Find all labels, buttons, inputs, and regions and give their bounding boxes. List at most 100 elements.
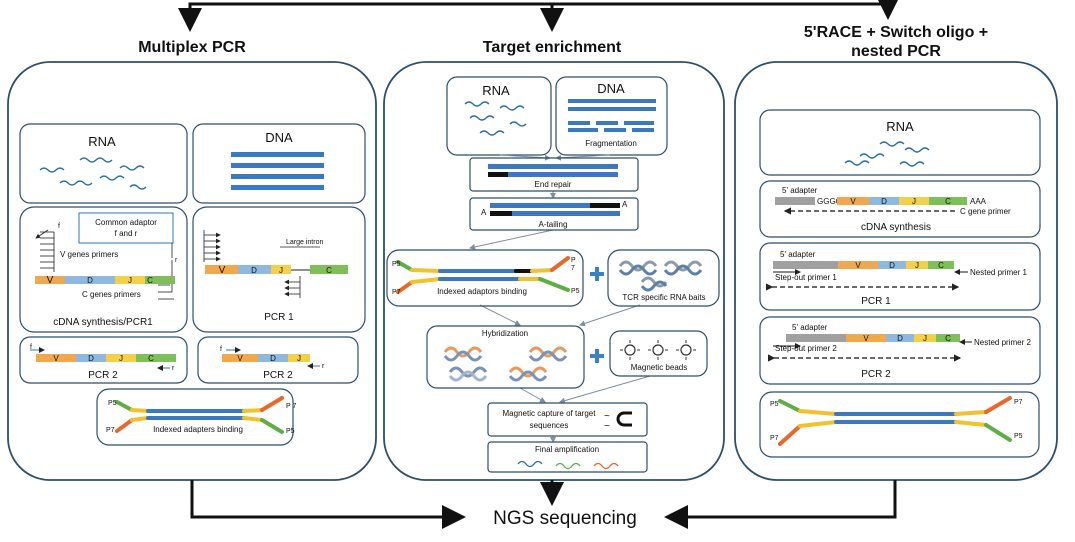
svg-text:V: V bbox=[855, 261, 861, 270]
svg-text:P5: P5 bbox=[571, 288, 580, 295]
svg-text:J: J bbox=[923, 334, 927, 343]
svg-text:Indexed adapters binding: Indexed adapters binding bbox=[153, 425, 243, 434]
svg-text:C genes primers: C genes primers bbox=[82, 290, 141, 299]
svg-text:A-tailing: A-tailing bbox=[539, 220, 568, 229]
svg-text:sequences: sequences bbox=[530, 421, 569, 430]
a-tailing-box: A A A-tailing bbox=[469, 197, 639, 231]
race-title-line1: 5'RACE + Switch oligo + bbox=[804, 24, 988, 41]
svg-text:5' adapter: 5' adapter bbox=[782, 186, 818, 195]
wave-icon: ~ bbox=[604, 421, 610, 432]
svg-text:P7: P7 bbox=[106, 427, 115, 434]
indexed-adaptors-box: P5 P7 P 7 P5 Indexed adaptors binding bbox=[386, 249, 584, 307]
svg-text:Final amplification: Final amplification bbox=[535, 445, 599, 454]
svg-text:D: D bbox=[897, 334, 903, 343]
svg-text:P7: P7 bbox=[1014, 399, 1023, 406]
svg-text:PCR 1: PCR 1 bbox=[264, 312, 294, 323]
svg-text:D: D bbox=[889, 261, 895, 270]
svg-text:A: A bbox=[622, 200, 628, 209]
svg-text:C gene primer: C gene primer bbox=[960, 207, 1011, 216]
svg-text:r: r bbox=[175, 257, 178, 264]
top-connector bbox=[178, 0, 900, 32]
svg-text:Nested primer 1: Nested primer 1 bbox=[970, 268, 1027, 277]
svg-text:cDNA synthesis: cDNA synthesis bbox=[861, 222, 931, 233]
svg-text:RNA: RNA bbox=[886, 119, 914, 134]
enrichment-rna-box: RNA bbox=[446, 76, 552, 156]
enrichment-dna-box: DNA Fragmentation bbox=[555, 76, 668, 156]
svg-text:5' adapter: 5' adapter bbox=[780, 250, 816, 259]
plus-icon bbox=[590, 267, 604, 281]
svg-text:C: C bbox=[147, 276, 153, 285]
svg-text:V: V bbox=[219, 265, 226, 276]
svg-text:P5: P5 bbox=[1014, 433, 1023, 440]
svg-text:Magnetic capture of target: Magnetic capture of target bbox=[503, 409, 597, 418]
svg-text:PCR 1: PCR 1 bbox=[861, 296, 891, 307]
svg-text:f: f bbox=[30, 344, 32, 351]
svg-text:RNA: RNA bbox=[482, 83, 510, 98]
svg-text:P: P bbox=[571, 257, 576, 264]
svg-text:cDNA synthesis/PCR1: cDNA synthesis/PCR1 bbox=[53, 317, 153, 328]
multiplex-cdna-box: Common adaptor f and r f r V genes prime… bbox=[19, 206, 188, 333]
end-repair-box: End repair bbox=[469, 157, 639, 192]
svg-text:RNA: RNA bbox=[88, 134, 116, 149]
svg-text:r: r bbox=[322, 363, 325, 370]
race-pcr2-box: 5' adapter V D J C Step-out primer 2 Nes… bbox=[759, 316, 1041, 385]
multiplex-pcr2-left: f V D J C r PCR 2 bbox=[19, 336, 188, 384]
svg-text:J: J bbox=[915, 261, 919, 270]
svg-text:C: C bbox=[945, 334, 951, 343]
svg-text:DNA: DNA bbox=[597, 81, 625, 96]
svg-text:A: A bbox=[481, 208, 487, 217]
svg-text:C: C bbox=[148, 354, 154, 363]
race-cdna-box: 5' adapter GGGG V D J C AAA C gene prime… bbox=[759, 180, 1041, 238]
svg-text:J: J bbox=[279, 266, 283, 275]
svg-text:V genes primers: V genes primers bbox=[60, 250, 118, 259]
ngs-sequencing-label: NGS sequencing bbox=[493, 508, 637, 529]
svg-text:End repair: End repair bbox=[535, 180, 572, 189]
svg-text:r: r bbox=[172, 365, 175, 372]
svg-text:Indexed adaptors binding: Indexed adaptors binding bbox=[437, 287, 527, 296]
svg-text:P5: P5 bbox=[286, 428, 295, 435]
svg-text:Step-out primer 2: Step-out primer 2 bbox=[775, 344, 837, 353]
svg-text:P7: P7 bbox=[770, 435, 779, 442]
svg-text:D: D bbox=[251, 266, 257, 275]
svg-text:Nested primer 2: Nested primer 2 bbox=[974, 338, 1031, 347]
multiplex-adapters-box: P5 P7 P 7 P5 Indexed adapters binding bbox=[96, 388, 296, 446]
svg-text:C: C bbox=[938, 261, 944, 270]
svg-text:V: V bbox=[863, 334, 869, 343]
race-rna-box: RNA bbox=[759, 109, 1041, 176]
svg-text:P5: P5 bbox=[108, 400, 117, 407]
plus-icon bbox=[590, 349, 604, 363]
svg-text:P5: P5 bbox=[770, 401, 779, 408]
race-pcr1-box: 5' adapter V D J C Step-out primer 1 Nes… bbox=[759, 242, 1041, 311]
magnet-icon bbox=[616, 411, 632, 427]
svg-text:D: D bbox=[88, 354, 94, 363]
race-title-line2: nested PCR bbox=[851, 43, 941, 60]
multiplex-rna-box: RNA bbox=[19, 123, 188, 204]
svg-text:J: J bbox=[297, 354, 301, 363]
svg-text:TCR specific RNA baits: TCR specific RNA baits bbox=[622, 293, 705, 302]
svg-text:J: J bbox=[119, 354, 123, 363]
svg-text:V: V bbox=[47, 275, 54, 286]
svg-text:J: J bbox=[128, 276, 132, 285]
svg-text:D: D bbox=[881, 197, 887, 206]
svg-text:7: 7 bbox=[571, 265, 575, 272]
svg-text:J: J bbox=[912, 197, 916, 206]
svg-text:V: V bbox=[850, 197, 856, 206]
tcr-baits-box: TCR specific RNA baits bbox=[607, 249, 720, 307]
enrichment-panel bbox=[383, 61, 725, 481]
svg-text:P5: P5 bbox=[392, 261, 401, 268]
svg-text:V: V bbox=[53, 354, 59, 363]
hybridization-box: Hybridization bbox=[426, 325, 585, 389]
svg-text:5' adapter: 5' adapter bbox=[792, 323, 828, 332]
svg-text:PCR 2: PCR 2 bbox=[263, 370, 293, 381]
svg-text:f: f bbox=[58, 223, 60, 230]
svg-text:DNA: DNA bbox=[265, 130, 293, 145]
svg-text:AAA: AAA bbox=[970, 197, 987, 206]
multiplex-title: Multiplex PCR bbox=[138, 39, 246, 56]
svg-text:Fragmentation: Fragmentation bbox=[585, 139, 637, 148]
svg-text:Hybridization: Hybridization bbox=[482, 329, 528, 338]
bottom-connector bbox=[190, 480, 897, 529]
svg-text:Common adaptor: Common adaptor bbox=[95, 218, 157, 227]
svg-text:Large intron: Large intron bbox=[286, 239, 323, 246]
svg-text:C: C bbox=[945, 197, 951, 206]
